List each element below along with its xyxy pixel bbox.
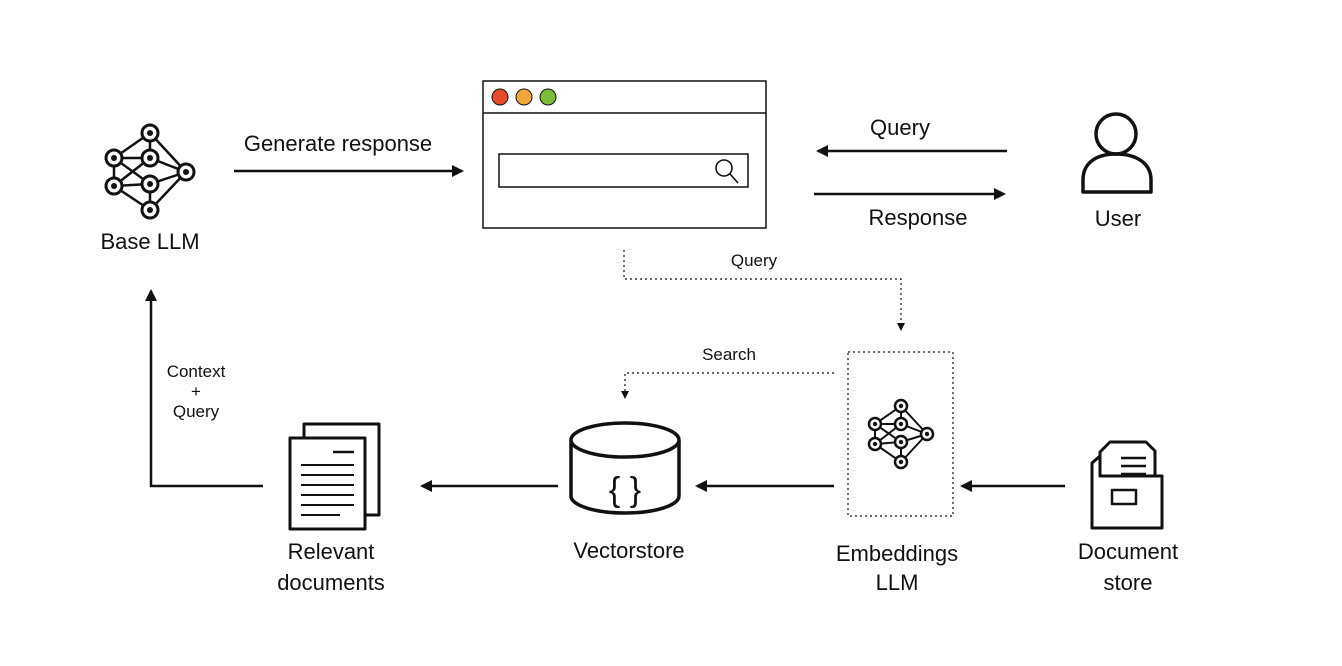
search-path	[621, 372, 834, 399]
embeddings-llm-box	[847, 351, 954, 517]
document-store-label-line2: store	[1104, 570, 1153, 595]
search-icon[interactable]	[715, 159, 739, 184]
relevant-documents-icon	[288, 422, 381, 531]
plus-label: +	[191, 382, 201, 401]
close-dot-icon	[491, 88, 509, 106]
app-window	[482, 80, 767, 229]
query-to-embeddings-path	[623, 250, 905, 331]
user-icon	[1081, 112, 1153, 194]
document-store-icon	[1090, 440, 1164, 530]
search-input[interactable]	[498, 153, 749, 188]
document-store-label-line1: Document	[1078, 539, 1178, 564]
generate-response-label: Generate response	[244, 131, 432, 156]
vectorstore-cylinder-icon	[569, 421, 681, 515]
minimize-dot-icon	[515, 88, 533, 106]
query-context-label: Query	[173, 402, 220, 421]
base-llm-label: Base LLM	[100, 229, 199, 254]
user-label: User	[1095, 206, 1141, 231]
search-label: Search	[702, 345, 756, 364]
relevant-documents-label-line2: documents	[277, 570, 385, 595]
relevant-documents-label-line1: Relevant	[288, 539, 375, 564]
vectorstore-braces-icon: { }	[609, 471, 641, 509]
embeddings-llm-label-line1: Embeddings	[836, 541, 958, 566]
maximize-dot-icon	[539, 88, 557, 106]
documents-to-base-llm-arrow	[145, 289, 263, 488]
response-to-user-label: Response	[868, 205, 967, 230]
base-llm-network-icon	[104, 123, 196, 220]
query-to-embeddings-label: Query	[731, 251, 778, 270]
query-from-user-label: Query	[870, 115, 930, 140]
embeddings-llm-label-line2: LLM	[876, 570, 919, 595]
context-label: Context	[167, 362, 226, 381]
embeddings-llm-network-icon	[867, 398, 935, 470]
vectorstore-label: Vectorstore	[573, 538, 684, 563]
